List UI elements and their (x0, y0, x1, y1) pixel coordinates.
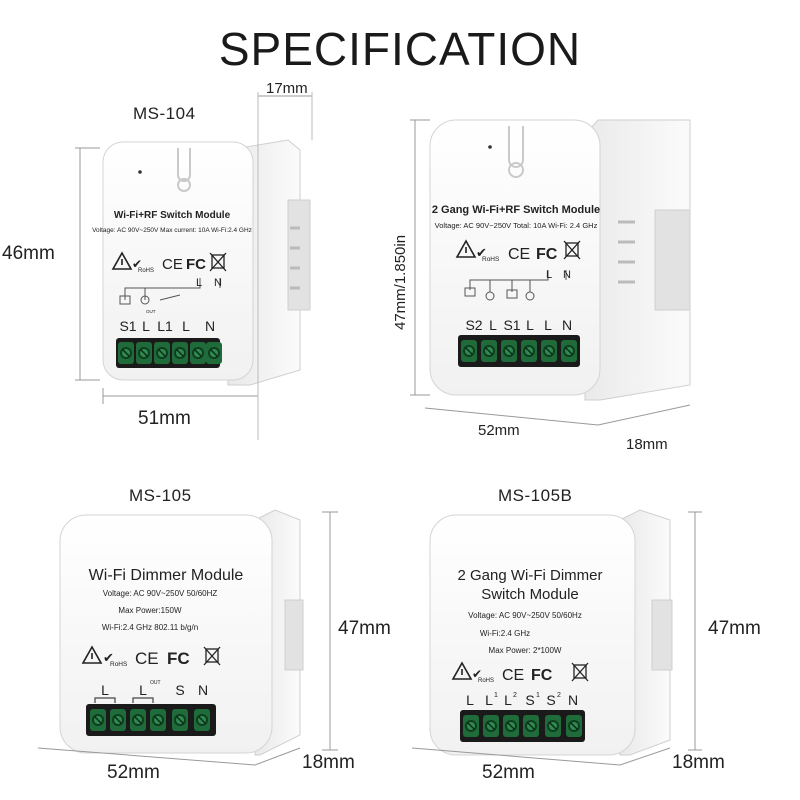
ms105b-term-2: L (504, 692, 512, 708)
fc-mark: FC (536, 246, 558, 263)
ms104-2gang-module: 2 Gang Wi-Fi+RF Switch Module Voltage: A… (410, 119, 691, 426)
fc-mark: FC (531, 667, 553, 684)
ms105-name: Wi-Fi Dimmer Module (89, 567, 244, 584)
ms104b-term-5: N (562, 317, 572, 333)
ms104-spec: Voltage: AC 90V~250V Max current: 10A Wi… (92, 227, 252, 234)
ms105b-name-1: Switch Module (481, 586, 579, 603)
ms104b-term-3: L (526, 317, 534, 333)
ms105-height: 47mm (338, 618, 391, 639)
ms105b-term-3: S (525, 692, 534, 708)
check-icon: ✔ (472, 667, 482, 681)
ms105b-module: 2 Gang Wi-Fi Dimmer Switch Module Voltag… (411, 509, 702, 766)
ms105-term-3: N (198, 682, 208, 698)
ms104b-mid-n: N (563, 269, 571, 281)
fc-mark: FC (167, 649, 190, 668)
ms104-height: 46mm (2, 243, 55, 264)
check-icon: ✔ (476, 245, 487, 260)
ms104-mid-n: N (214, 277, 222, 289)
ms104b-term-2: S1 (503, 317, 520, 333)
ms105b-width: 52mm (482, 762, 535, 783)
ms104-term-1: L (142, 318, 150, 334)
ms104b-height: 47mm/1.850in (392, 234, 409, 330)
ms105-spec-2: Wi-Fi:2.4 GHz 802.11 b/g/n (102, 623, 198, 632)
model-ms105b: MS-105B (498, 486, 573, 505)
rohs-mark: RoHS (110, 661, 128, 668)
ms105-spec-1: Max Power:150W (118, 606, 182, 615)
ce-mark: CE (135, 649, 159, 668)
ms105-term-2: S (175, 682, 184, 698)
ms104-name: Wi-Fi+RF Switch Module (114, 210, 231, 221)
ms104b-term-0: S2 (465, 317, 482, 333)
model-ms105: MS-105 (129, 486, 192, 505)
ms104-width: 51mm (138, 408, 191, 429)
ms105b-term-4: S (546, 692, 555, 708)
ms105b-term-sup-1: 1 (494, 692, 498, 699)
ms105-spec-0: Voltage: AC 90V~250V 50/60HZ (103, 589, 218, 598)
ms105-term-1: L (139, 682, 147, 698)
ms105b-term-sup-4: 2 (557, 692, 561, 699)
rohs-mark: RoHS (482, 256, 500, 263)
ms104b-spec: Voltage: AC 90V~250V Total: 10A Wi-Fi: 2… (435, 221, 598, 230)
ms104b-width: 52mm (478, 422, 520, 439)
ms105b-spec-1: Wi-Fi:2.4 GHz (480, 629, 530, 638)
ms104-term-4: N (205, 318, 215, 334)
ms105b-term-5: N (568, 692, 578, 708)
ms105b-term-1: L (485, 692, 493, 708)
ms105-width: 52mm (107, 762, 160, 783)
rohs-mark: RoHS (138, 268, 154, 274)
ms104-term-3: L (182, 318, 190, 334)
page-title: SPECIFICATION (218, 23, 582, 75)
ms105-module: Wi-Fi Dimmer Module Voltage: AC 90V~250V… (37, 509, 338, 766)
ms105b-term-sup-3: 1 (536, 692, 540, 699)
ms105b-term-0: L (466, 692, 474, 708)
ms104b-mid-l: L (546, 269, 552, 281)
ce-mark: CE (508, 246, 530, 263)
ms104-term-2: L1 (157, 318, 173, 334)
ms105b-spec-2: Max Power: 2*100W (489, 646, 562, 655)
ms104-out: OUT (146, 309, 156, 314)
ce-mark: CE (502, 667, 524, 684)
ms104-module: Wi-Fi+RF Switch Module Voltage: AC 90V~2… (75, 92, 313, 440)
ms105b-name-0: 2 Gang Wi-Fi Dimmer (457, 567, 602, 584)
check-icon: ✔ (132, 257, 142, 271)
ce-mark: CE (162, 256, 183, 273)
ms105b-height: 47mm (708, 618, 761, 639)
ms104-mid-l: L (196, 277, 202, 289)
ms105-term-0: L (101, 682, 109, 698)
ms105b-term-sup-2: 2 (513, 692, 517, 699)
check-icon: ✔ (103, 650, 114, 665)
ms104b-term-1: L (489, 317, 497, 333)
ms105b-spec-0: Voltage: AC 90V~250V 50/60Hz (468, 611, 582, 620)
ms105-out: OUT (150, 680, 161, 686)
rohs-mark: RoHS (478, 678, 494, 684)
ms104-depth: 17mm (266, 80, 308, 97)
ms104b-name: 2 Gang Wi-Fi+RF Switch Module (432, 204, 600, 216)
ms105b-depth: 18mm (672, 752, 725, 773)
ms105-depth: 18mm (302, 752, 355, 773)
model-ms104: MS-104 (133, 104, 196, 123)
ms104-term-0: S1 (119, 318, 136, 334)
ms104b-term-4: L (544, 317, 552, 333)
ms104b-depth: 18mm (626, 436, 668, 453)
fc-mark: FC (186, 256, 206, 273)
